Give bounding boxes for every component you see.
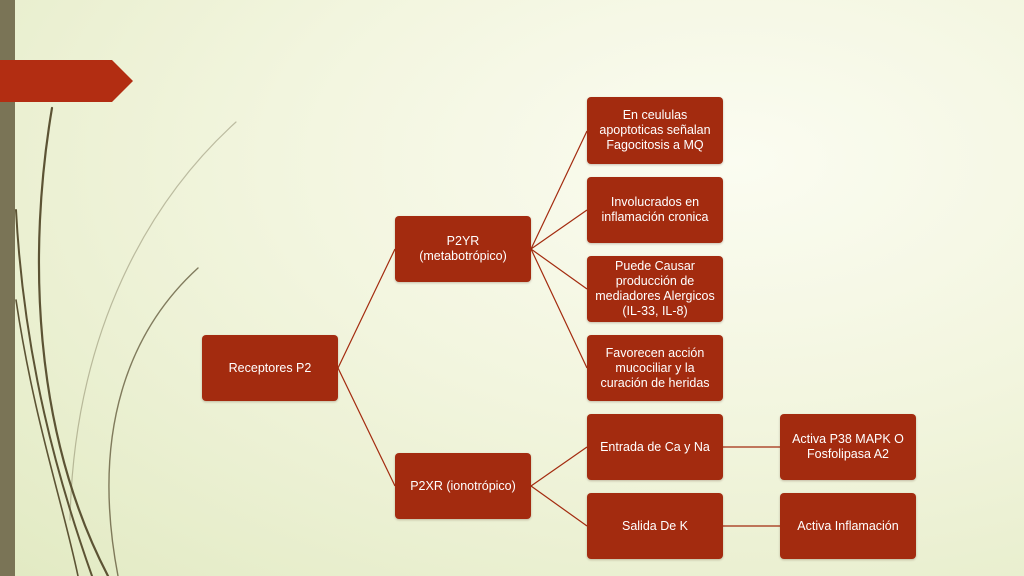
node-receptores-p2: Receptores P2	[202, 335, 338, 401]
node-salida-k: Salida De K	[587, 493, 723, 559]
connector-p2yr-child-1	[530, 130, 588, 250]
node-mediadores-alergicos: Puede Causar producción de mediadores Al…	[587, 256, 723, 322]
node-accion-mucociliar: Favorecen acción mucociliar y la curació…	[587, 335, 723, 401]
connector-root-p2yr	[337, 248, 396, 369]
connector-p2yr-child-2	[530, 209, 588, 250]
node-p2yr: P2YR (metabotrópico)	[395, 216, 531, 282]
connector-p2yr-child-3	[530, 248, 588, 290]
node-activa-p38: Activa P38 MAPK O Fosfolipasa A2	[780, 414, 916, 480]
node-p2xr: P2XR (ionotrópico)	[395, 453, 531, 519]
swoosh-lines	[15, 106, 237, 576]
connector-p2yr-child-4	[530, 248, 588, 369]
title-arrow	[0, 60, 133, 102]
connector-root-p2xr	[337, 367, 396, 487]
left-bar	[0, 0, 15, 576]
node-fagocitosis: En ceululas apoptoticas señalan Fagocito…	[587, 97, 723, 164]
node-inflamacion-cronica: Involucrados en inflamación cronica	[587, 177, 723, 243]
connector-p2xr-child-2	[530, 485, 588, 527]
node-activa-inflamacion: Activa Inflamación	[780, 493, 916, 559]
connector-p2xr-child-1	[530, 446, 588, 487]
node-entrada-ca-na: Entrada de Ca y Na	[587, 414, 723, 480]
